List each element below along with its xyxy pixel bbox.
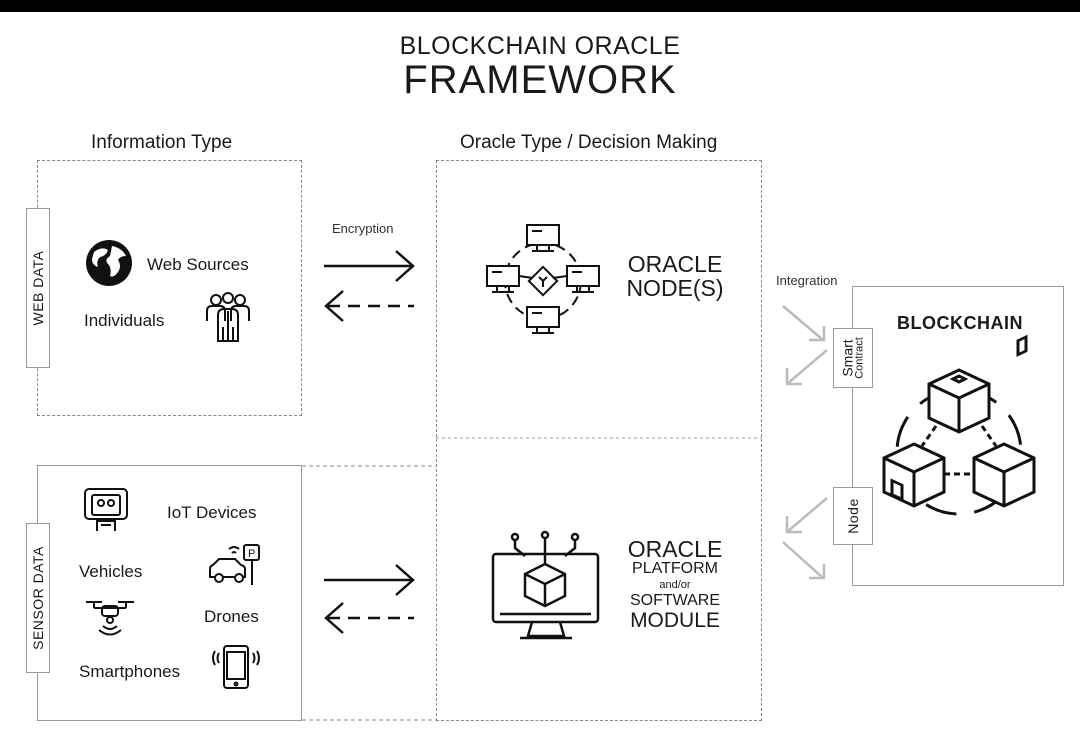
web-sources-label: Web Sources (147, 255, 249, 274)
smartphone-icon (212, 645, 260, 689)
oracle-platform-text: ORACLE PLATFORM and/or SOFTWARE MODULE (605, 537, 745, 632)
heading-information-type: Information Type (91, 132, 233, 153)
integration-label: Integration (776, 273, 838, 288)
individuals-label: Individuals (84, 311, 165, 330)
title-line-2: FRAMEWORK (403, 58, 677, 102)
arrow-left-dashed-icon (324, 290, 414, 322)
people-icon (206, 292, 250, 342)
vehicles-label: Vehicles (79, 562, 143, 581)
sensor-data-label-box: SENSOR DATA (26, 523, 50, 673)
car-parking-icon: P (209, 544, 260, 585)
drones-label: Drones (204, 607, 259, 626)
oracle-nodes-line-2: NODE(S) (626, 275, 724, 302)
blockchain-box (852, 286, 1064, 586)
blockchain-cubes-icon (882, 334, 1036, 516)
smart-contract-tag: Smart Contract (833, 328, 873, 388)
arrow-left-dashed-icon (324, 602, 414, 634)
blockchain-title: BLOCKCHAIN (897, 313, 1023, 333)
web-data-label-box: WEB DATA (26, 208, 50, 368)
network-nodes-icon (486, 224, 600, 334)
arrow-right-icon (324, 564, 415, 596)
encryption-label: Encryption (332, 221, 394, 236)
oracle-platform-line-4: SOFTWARE (629, 592, 721, 610)
node-tag: Node (833, 487, 873, 545)
smartphones-label: Smartphones (79, 662, 181, 681)
oracle-platform-line-3: and/or (659, 578, 691, 591)
globe-icon (86, 240, 132, 286)
smart-contract-line-2: Contract (853, 337, 866, 379)
integration-arrows-bottom (782, 497, 828, 580)
iot-devices-label: IoT Devices (167, 503, 257, 522)
title-line-1: BLOCKCHAIN ORACLE (399, 32, 681, 60)
arrow-right-icon (324, 250, 415, 282)
svg-text:P: P (248, 548, 255, 560)
oracle-nodes-line-1: ORACLE (627, 251, 723, 277)
oracle-platform-line-2: PLATFORM (632, 560, 718, 578)
oracle-box (436, 160, 762, 721)
node-label: Node (845, 498, 861, 534)
integration-arrows-top (782, 305, 828, 386)
oracle-platform-line-5: MODULE (630, 609, 720, 633)
iot-device-icon (84, 488, 128, 531)
oracle-nodes-text: ORACLE NODE(S) (610, 252, 740, 300)
monitor-cube-icon (491, 530, 600, 640)
oracle-platform-line-1: ORACLE (627, 536, 723, 562)
smart-contract-line-1: Smart (839, 339, 856, 377)
oracle-divider (436, 437, 762, 439)
heading-oracle-type: Oracle Type / Decision Making (460, 132, 718, 153)
drone-icon (86, 601, 134, 636)
top-bar (0, 0, 1080, 12)
